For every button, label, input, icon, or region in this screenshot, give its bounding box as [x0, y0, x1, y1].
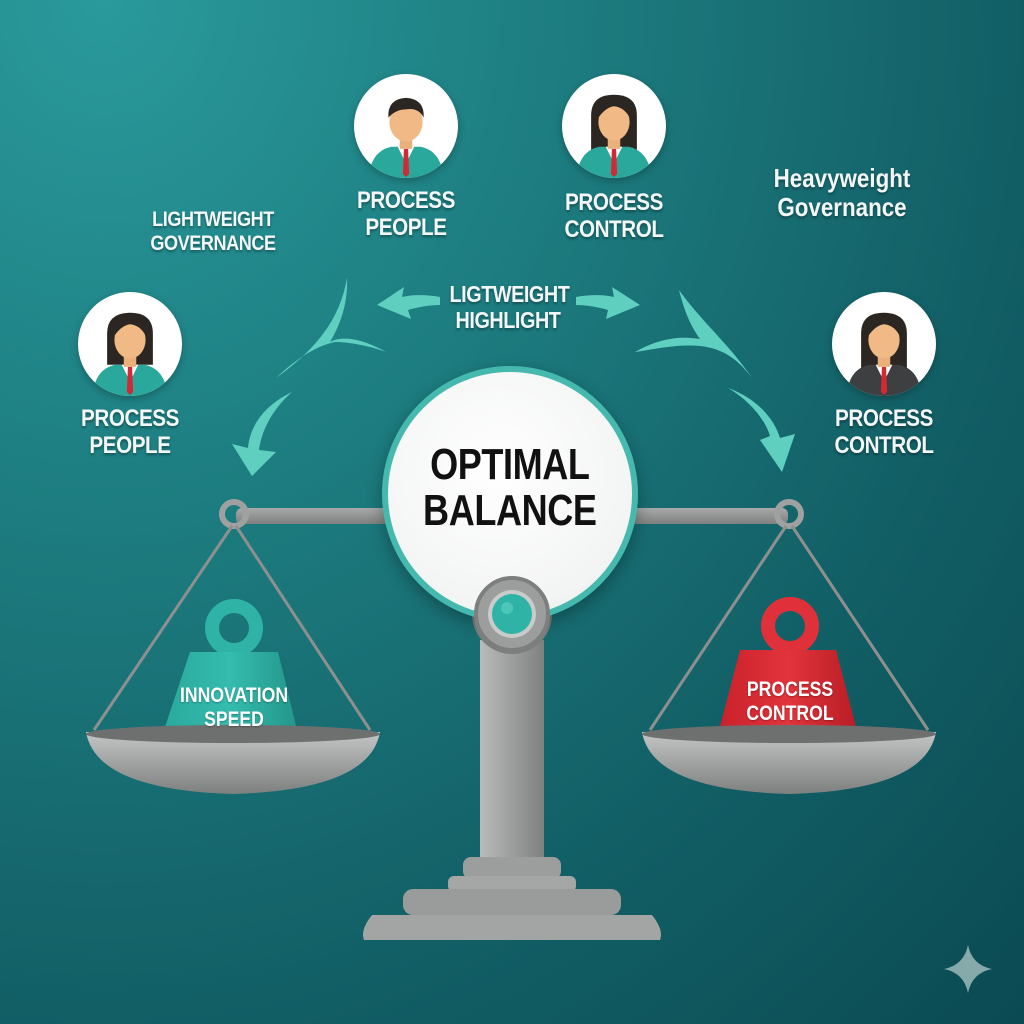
lightweight-highlight-label: LIGTWEIGHT HIGHLIGHT	[449, 281, 570, 333]
heavyweight-governance-label: Heavyweight Governance	[773, 163, 911, 223]
stand-column	[480, 640, 544, 865]
sparkle-icon	[944, 945, 992, 993]
avatar-process-control-side	[832, 292, 936, 396]
optimal-balance-label: OPTIMAL BALANCE	[423, 439, 597, 535]
persona-label-process-control-side: PROCESS CONTROL	[834, 405, 934, 459]
lightweight-governance-label: LIGHTWEIGHT GOVERNANCE	[150, 208, 276, 255]
innovation-speed-weight-label: INNOVATION SPEED	[179, 684, 289, 732]
persona-label-process-people-top: PROCESS PEOPLE	[357, 187, 455, 241]
avatar-process-people-side	[78, 292, 182, 396]
pan-left	[86, 732, 380, 794]
persona-label-process-people-side: PROCESS PEOPLE	[81, 405, 179, 459]
beam-right	[628, 508, 788, 524]
weight-process-control	[716, 597, 860, 742]
male-person-icon	[368, 97, 444, 178]
female-person-icon	[576, 94, 652, 178]
female-person-icon	[846, 312, 922, 396]
persona-label-process-control-top: PROCESS CONTROL	[564, 189, 664, 243]
beam-ring-right	[774, 499, 804, 529]
flow-arrows	[232, 278, 795, 476]
pivot-knob-icon	[474, 576, 550, 652]
avatar-process-control-top	[562, 74, 666, 178]
beam-ring-left	[219, 499, 249, 529]
weight-innovation-speed	[160, 599, 300, 742]
pan-right	[642, 732, 936, 794]
beam-left	[236, 508, 396, 524]
process-control-weight-label: PROCESS CONTROL	[746, 678, 834, 726]
female-person-icon	[92, 312, 168, 396]
avatar-process-people-top	[354, 74, 458, 178]
